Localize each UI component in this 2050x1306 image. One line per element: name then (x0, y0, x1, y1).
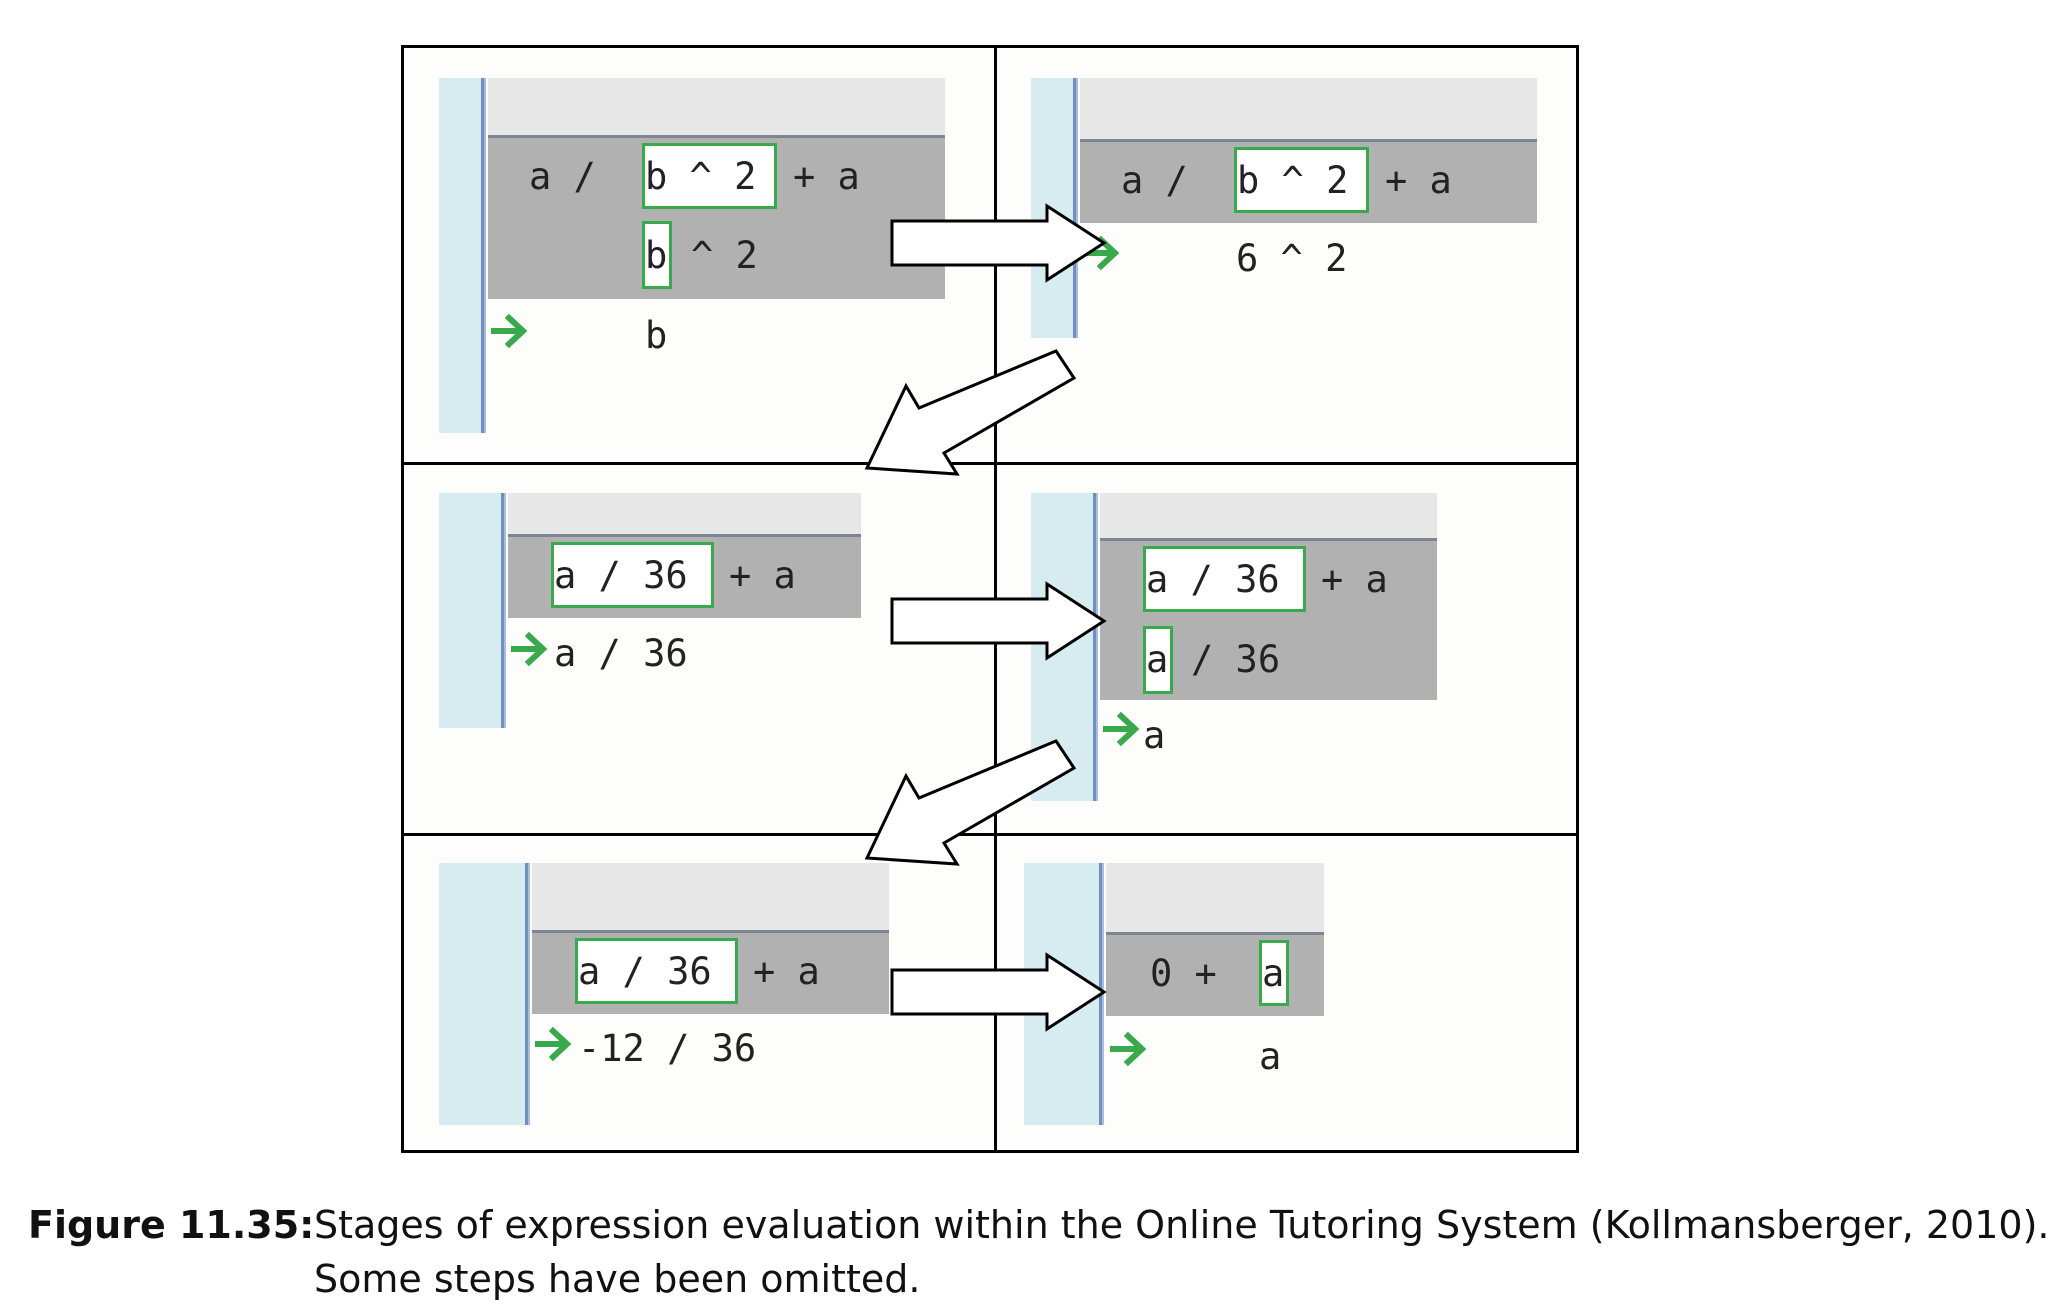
subexpr-part: ^ 2 (691, 234, 758, 277)
subexpr-part-highlighted: a (1146, 638, 1169, 681)
caption-text-line-2: Some steps have been omitted. (314, 1257, 921, 1301)
flow-arrow-diagonal-2 (864, 739, 1077, 866)
highlight-box (551, 542, 714, 608)
panel-header-bar (488, 78, 945, 138)
caption-text-line-1: Stages of expression evaluation within t… (314, 1203, 2050, 1247)
highlight-box (642, 143, 777, 209)
row-divider-1 (404, 462, 1576, 465)
expr-part: + a (793, 155, 860, 198)
highlight-box (575, 938, 738, 1004)
green-arrow-icon (511, 631, 551, 667)
panel-header-bar (1100, 493, 1437, 541)
panel-header-bar (508, 493, 861, 537)
panel-1: a / b ^ 2 + a b ^ 2 b (439, 78, 945, 433)
highlight-box (1234, 147, 1369, 213)
flow-arrow-right-1 (890, 203, 1107, 283)
expr-part-highlighted: a / 36 (578, 950, 712, 993)
gutter-line (481, 78, 486, 433)
highlight-box (1259, 940, 1289, 1006)
highlight-box (1143, 626, 1173, 694)
flow-arrow-right-3 (890, 952, 1107, 1032)
gutter-line (1073, 78, 1078, 338)
expr-part-highlighted: b ^ 2 (645, 155, 757, 198)
expr-part-highlighted: a (1262, 952, 1285, 995)
panel-header-bar (1106, 863, 1324, 935)
expr-part: + a (729, 554, 796, 597)
expr-part: a / (1121, 159, 1188, 202)
panel-gutter (439, 863, 525, 1125)
panel-gutter (439, 493, 501, 728)
panel-header-bar (1080, 78, 1537, 142)
result-text: a (1259, 1035, 1282, 1078)
gutter-line (525, 863, 530, 1125)
panel-header-bar (532, 863, 889, 933)
panel-2: a / b ^ 2 + a 6 ^ 2 (1031, 78, 1537, 338)
result-text: -12 / 36 (578, 1027, 757, 1070)
expr-part: + a (1321, 558, 1388, 601)
expr-part-highlighted: b ^ 2 (1237, 159, 1349, 202)
subexpr-part: / 36 (1191, 638, 1281, 681)
green-arrow-icon (1103, 711, 1143, 747)
result-text: 6 ^ 2 (1236, 237, 1348, 280)
result-text: a / 36 (554, 632, 688, 675)
panel-3: a / 36 + a a / 36 (439, 493, 861, 728)
expr-part: + a (753, 950, 820, 993)
flow-arrow-right-2 (890, 581, 1107, 661)
green-arrow-icon (535, 1026, 575, 1062)
gutter-line (1093, 493, 1098, 801)
expr-part: 0 + (1150, 952, 1217, 995)
expr-part-highlighted: a / 36 (1146, 558, 1280, 601)
flow-arrow-diagonal-1 (864, 349, 1077, 476)
highlight-box (1143, 546, 1306, 612)
expr-part-highlighted: a / 36 (554, 554, 688, 597)
gutter-line (501, 493, 506, 728)
panel-4: a / 36 + a a / 36 a (1031, 493, 1437, 801)
panel-5: a / 36 + a -12 / 36 (439, 863, 889, 1125)
result-text: b (645, 314, 668, 357)
caption-label: Figure 11.35: (28, 1203, 315, 1247)
result-text: a (1143, 714, 1166, 757)
subexpr-part-highlighted: b (645, 234, 668, 277)
figure-frame: a / b ^ 2 + a b ^ 2 b a / b ^ 2 + a 6 ^ … (401, 45, 1579, 1153)
green-arrow-icon (1110, 1031, 1150, 1067)
row-divider-2 (404, 833, 1576, 836)
expr-part: + a (1385, 159, 1452, 202)
panel-gutter (439, 78, 481, 433)
expr-part: a / (529, 155, 596, 198)
highlight-box (642, 221, 672, 289)
green-arrow-icon (491, 313, 531, 349)
